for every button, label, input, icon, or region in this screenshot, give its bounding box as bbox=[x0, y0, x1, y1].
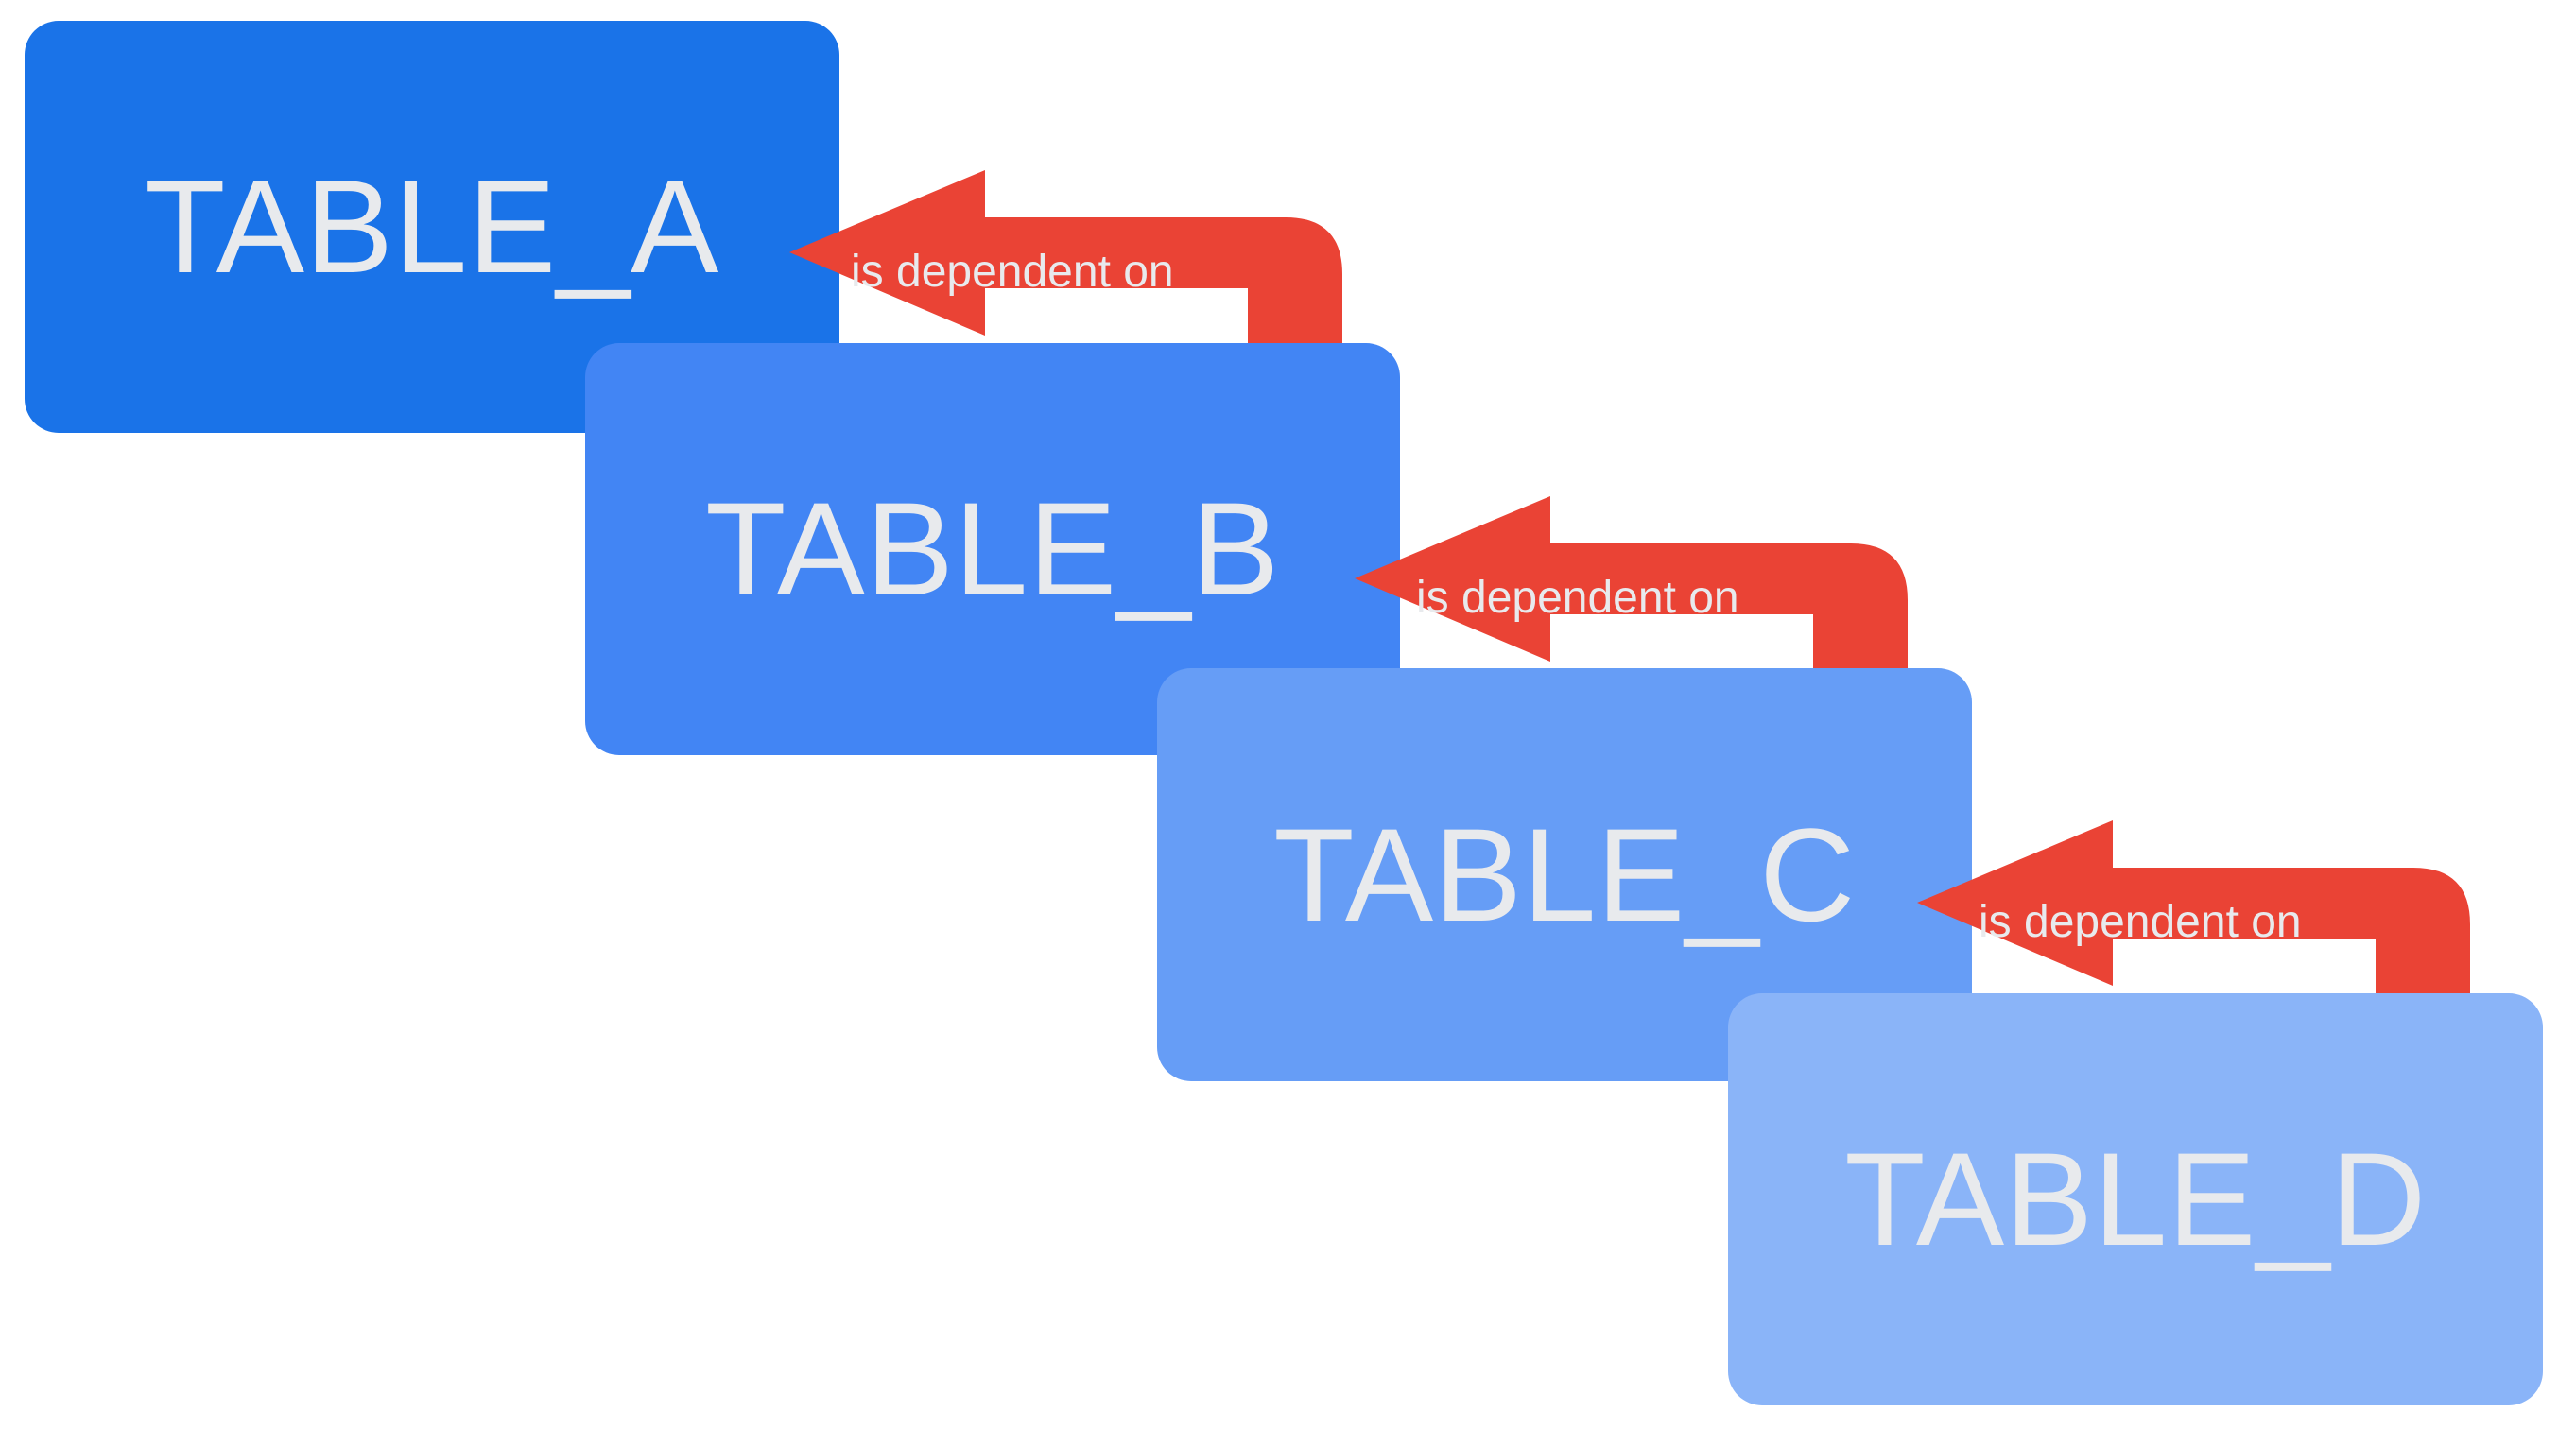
edge-label-table-c-to-table-b: is dependent on bbox=[1416, 573, 1739, 623]
node-table-a[interactable]: TABLE_A bbox=[25, 21, 839, 433]
node-table-b-label: TABLE_B bbox=[705, 474, 1280, 623]
node-table-d-label: TABLE_D bbox=[1844, 1125, 2427, 1273]
edge-label-table-b-to-table-a: is dependent on bbox=[851, 247, 1174, 297]
node-table-c[interactable]: TABLE_C bbox=[1157, 668, 1972, 1081]
node-table-a-label: TABLE_A bbox=[145, 152, 719, 301]
node-table-d[interactable]: TABLE_D bbox=[1728, 993, 2543, 1405]
node-table-c-label: TABLE_C bbox=[1273, 800, 1856, 949]
edge-label-table-d-to-table-c: is dependent on bbox=[1979, 897, 2302, 947]
